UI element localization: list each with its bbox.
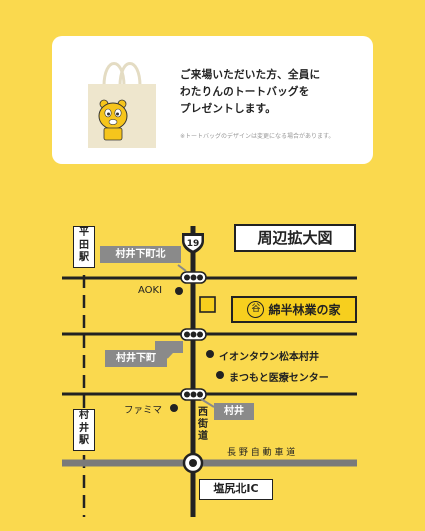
aoki-marker-icon [175, 287, 183, 295]
station-murai: 村井駅 [73, 409, 95, 451]
intersection-murai: 村井 [214, 403, 254, 420]
promo-line-1: ご来場いただいた方、全員に [180, 69, 321, 81]
intersection-muraishimocho: 村井下町 [105, 350, 167, 367]
route-19-shield-icon: 19 [182, 233, 204, 254]
venue-name: 綿半林業の家 [268, 303, 341, 317]
landmark-aoki: AOKI [138, 285, 163, 296]
station-char: 井 [79, 422, 89, 434]
station-char: 平 [79, 227, 89, 238]
road-char: 街 [198, 419, 208, 430]
traffic-light-icon [180, 388, 207, 401]
road-char: 西 [198, 407, 208, 418]
traffic-light-icon [180, 328, 207, 341]
road-char: 道 [198, 431, 208, 442]
callout-pointer [177, 264, 187, 272]
tote-bag-illustration [88, 62, 156, 148]
road-label-nishi-kaido: 西街道 [198, 407, 208, 443]
familymart-marker-icon [170, 404, 178, 412]
callout-pointer [200, 398, 215, 408]
promo-note: ※トートバッグのデザインは変更になる場合があります。 [180, 133, 335, 140]
station-char: 駅 [79, 435, 89, 446]
callout-pointer [155, 341, 183, 358]
traffic-light-icon [180, 271, 207, 284]
watarin-mascot-icon [98, 99, 128, 141]
venue-emblem-icon: 谷 [247, 301, 265, 318]
station-char: 田 [79, 239, 89, 251]
intersection-muraishimocho-kita: 村井下町北 [100, 246, 181, 263]
venue-location-marker [199, 296, 216, 313]
venue-label: 谷 綿半林業の家 [231, 296, 357, 323]
station-char: 村 [79, 410, 89, 421]
promo-line-3: プレゼントします。 [180, 103, 277, 115]
medical-center-marker-icon [216, 371, 224, 379]
promo-card: ご来場いただいた方、全員に わたりんのトートバッグを プレゼントします。 ※トー… [52, 36, 373, 164]
map-title: 周辺拡大図 [234, 224, 356, 252]
route-number: 19 [187, 239, 200, 249]
callout-pointer [166, 342, 182, 359]
aeon-marker-icon [206, 350, 214, 358]
interchange-icon [182, 452, 204, 474]
promo-message: ご来場いただいた方、全員に わたりんのトートバッグを プレゼントします。 [180, 67, 368, 118]
landmark-aeon: イオンタウン松本村井 [219, 352, 319, 363]
station-hirata: 平田駅 [73, 226, 95, 268]
promo-line-2: わたりんのトートバッグを [180, 86, 310, 98]
expressway-label: 長 野 自 動 車 道 [227, 448, 296, 458]
landmark-matsumoto-medical: まつもと医療センター [229, 373, 329, 384]
station-char: 駅 [79, 252, 89, 263]
landmark-familymart: ファミマ [124, 405, 163, 416]
interchange-label: 塩尻北IC [199, 479, 273, 500]
